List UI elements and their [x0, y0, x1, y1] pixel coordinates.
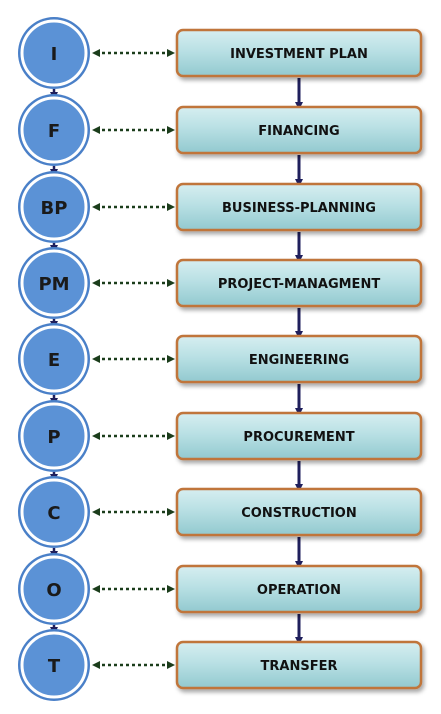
box-label: OPERATION [257, 583, 341, 598]
circle-label: E [48, 350, 60, 371]
stage-box-4: PROJECT-MANAGMENT [175, 258, 423, 308]
box-body [175, 564, 423, 614]
stage-circle-4: PM [18, 247, 90, 319]
circle-body [20, 402, 88, 470]
box-label: CONSTRUCTION [241, 506, 356, 521]
circle-body [20, 173, 88, 241]
box-body [175, 182, 423, 232]
stage-circle-3: BP [18, 171, 90, 243]
box-body [175, 334, 423, 384]
box-label: ENGINEERING [249, 353, 349, 368]
circle-body [20, 478, 88, 546]
box-label: PROJECT-MANAGMENT [218, 277, 381, 292]
circle-body [20, 631, 88, 699]
stage-circle-2: F [18, 94, 90, 166]
box-label: FINANCING [258, 124, 339, 139]
box-label: PROCUREMENT [243, 430, 354, 445]
stage-circle-6: P [18, 400, 90, 472]
box-body [175, 640, 423, 690]
stages-layer: I INVESTMENT PLAN F FINANCING BP BUSINESS-PLA… [18, 17, 423, 701]
box-label: TRANSFER [261, 659, 338, 674]
circle-body [20, 325, 88, 393]
box-body [175, 258, 423, 308]
box-label: INVESTMENT PLAN [230, 47, 368, 62]
circle-body [20, 249, 88, 317]
circle-label: PM [38, 274, 69, 295]
box-body [175, 105, 423, 155]
stage-box-2: FINANCING [175, 105, 423, 155]
connectors-layer [50, 49, 303, 669]
circle-body [20, 96, 88, 164]
box-body [175, 487, 423, 537]
stage-box-6: PROCUREMENT [175, 411, 423, 461]
circle-label: F [48, 121, 60, 142]
stage-box-7: CONSTRUCTION [175, 487, 423, 537]
box-label: BUSINESS-PLANNING [222, 201, 376, 216]
stage-box-9: TRANSFER [175, 640, 423, 690]
circle-body [20, 555, 88, 623]
circle-label: I [51, 44, 58, 65]
circle-label: C [47, 503, 60, 524]
stage-circle-7: C [18, 476, 90, 548]
stage-circle-9: T [18, 629, 90, 701]
circle-body [20, 19, 88, 87]
box-body [175, 411, 423, 461]
circle-label: P [47, 427, 60, 448]
stage-circle-1: I [18, 17, 90, 89]
stage-box-5: ENGINEERING [175, 334, 423, 384]
stage-box-3: BUSINESS-PLANNING [175, 182, 423, 232]
circle-label: BP [41, 198, 68, 219]
circle-label: O [46, 580, 61, 601]
stage-circle-8: O [18, 553, 90, 625]
circle-label: T [48, 656, 61, 677]
stage-box-1: INVESTMENT PLAN [175, 28, 423, 78]
stage-box-8: OPERATION [175, 564, 423, 614]
box-body [175, 28, 423, 78]
stage-circle-5: E [18, 323, 90, 395]
